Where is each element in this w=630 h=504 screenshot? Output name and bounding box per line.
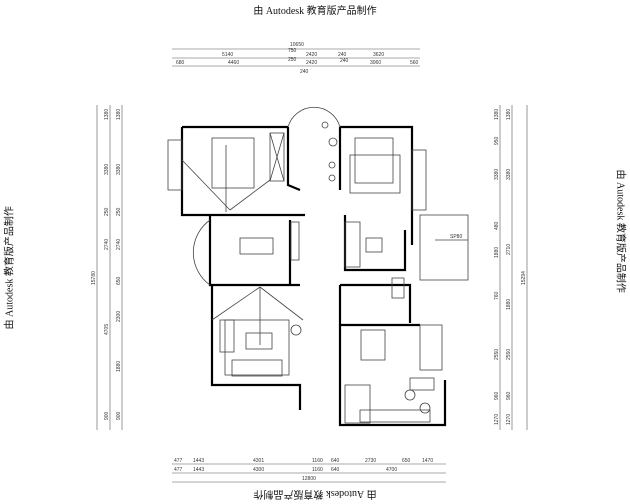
svg-text:4705: 4705 <box>104 324 110 335</box>
svg-text:950: 950 <box>494 136 500 145</box>
svg-text:2730: 2730 <box>365 458 376 464</box>
svg-text:1880: 1880 <box>506 299 512 310</box>
inset-label: SP80 <box>450 234 462 240</box>
svg-text:240: 240 <box>300 69 309 75</box>
svg-text:3060: 3060 <box>370 60 381 66</box>
svg-text:477: 477 <box>174 467 183 473</box>
svg-text:2550: 2550 <box>494 349 500 360</box>
svg-text:5140: 5140 <box>222 52 233 58</box>
armchair <box>290 324 302 336</box>
svg-text:1443: 1443 <box>193 467 204 473</box>
master-bed <box>211 137 255 189</box>
sofa-bottom <box>231 359 283 377</box>
dimension-lines <box>96 48 528 483</box>
svg-text:2420: 2420 <box>306 52 317 58</box>
dim-bottom-row2: 477 1443 4300 1160 640 4700 12800 <box>174 467 397 482</box>
dim-left: 1380 3380 250 2740 4705 900 1380 3380 25… <box>91 109 122 420</box>
svg-text:4460: 4460 <box>228 60 239 66</box>
svg-text:2300: 2300 <box>116 311 122 322</box>
svg-text:480: 480 <box>494 221 500 230</box>
svg-text:960: 960 <box>494 391 500 400</box>
svg-text:4301: 4301 <box>253 458 264 464</box>
svg-text:250: 250 <box>116 207 122 216</box>
dim-top-row3: 680 4460 250 2420 240 3060 560 240 <box>176 57 419 75</box>
svg-text:3620: 3620 <box>373 52 384 58</box>
svg-text:680: 680 <box>176 60 185 66</box>
svg-text:3380: 3380 <box>494 169 500 180</box>
inset-box <box>419 214 469 281</box>
svg-text:1380: 1380 <box>116 109 122 120</box>
svg-text:15294: 15294 <box>521 271 527 285</box>
balcony <box>419 324 443 371</box>
svg-text:3380: 3380 <box>116 164 122 175</box>
study-desk <box>239 237 274 255</box>
svg-text:750: 750 <box>288 48 297 54</box>
svg-text:4700: 4700 <box>386 467 397 473</box>
svg-text:250: 250 <box>288 57 297 63</box>
svg-text:2740: 2740 <box>104 239 110 250</box>
dim-top-row2: 5140 750 2420 240 3620 <box>222 48 384 58</box>
kitchen-counter <box>359 409 431 423</box>
second-bed <box>354 137 394 184</box>
svg-text:2710: 2710 <box>506 244 512 255</box>
window-master <box>167 139 183 191</box>
svg-text:3380: 3380 <box>104 164 110 175</box>
svg-text:1443: 1443 <box>193 458 204 464</box>
svg-text:2550: 2550 <box>506 349 512 360</box>
svg-text:760: 760 <box>494 291 500 300</box>
window-second <box>411 149 427 211</box>
svg-text:1160: 1160 <box>312 458 323 464</box>
svg-text:1380: 1380 <box>104 109 110 120</box>
svg-text:477: 477 <box>174 458 183 464</box>
svg-text:640: 640 <box>331 467 340 473</box>
svg-text:240: 240 <box>340 58 349 64</box>
svg-text:1470: 1470 <box>422 458 433 464</box>
plan-details <box>167 106 469 424</box>
wardrobe <box>269 132 285 182</box>
svg-text:2420: 2420 <box>306 60 317 66</box>
watermark-top: 由 Autodesk 教育版产品制作 <box>253 6 377 17</box>
dim-right: 1380 950 3380 480 1880 760 2550 960 1270… <box>494 109 527 425</box>
sofa-left <box>219 319 235 353</box>
svg-text:900: 900 <box>116 411 122 420</box>
svg-text:960: 960 <box>506 391 512 400</box>
svg-text:1380: 1380 <box>506 109 512 120</box>
bay-window-arc <box>287 106 341 128</box>
svg-text:15780: 15780 <box>91 271 97 285</box>
svg-text:650: 650 <box>402 458 411 464</box>
svg-text:650: 650 <box>116 276 122 285</box>
svg-text:1880: 1880 <box>116 361 122 372</box>
svg-text:640: 640 <box>331 458 340 464</box>
dim-bottom-row1: 477 1443 4301 1160 640 2730 650 1470 <box>174 458 433 464</box>
svg-text:250: 250 <box>104 207 110 216</box>
svg-text:1270: 1270 <box>494 414 500 425</box>
living-rug <box>224 319 290 376</box>
svg-text:560: 560 <box>410 60 419 66</box>
svg-text:12800: 12800 <box>302 476 316 482</box>
svg-text:900: 900 <box>104 411 110 420</box>
study-bay-arc <box>192 219 211 286</box>
svg-text:3380: 3380 <box>506 169 512 180</box>
walls <box>180 125 447 427</box>
svg-text:1880: 1880 <box>494 247 500 258</box>
coffee-table <box>245 332 273 350</box>
dining-table <box>360 329 386 361</box>
svg-text:4300: 4300 <box>253 467 264 473</box>
kitchen-island <box>409 377 435 391</box>
svg-text:2740: 2740 <box>116 239 122 250</box>
dim-top-total: 10650 <box>290 42 304 48</box>
svg-text:1160: 1160 <box>312 467 323 473</box>
svg-text:1270: 1270 <box>506 414 512 425</box>
svg-text:240: 240 <box>338 52 347 58</box>
svg-text:1380: 1380 <box>494 109 500 120</box>
